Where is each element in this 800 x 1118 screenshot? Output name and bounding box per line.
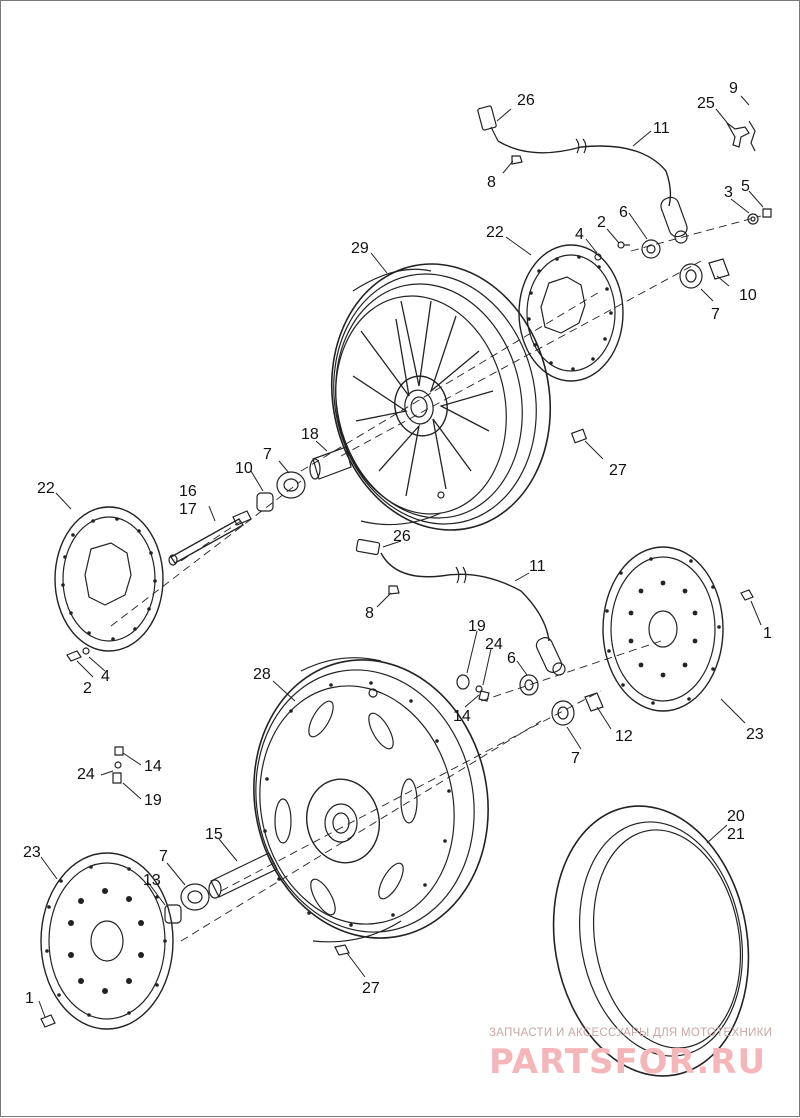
label-14: 14 — [144, 758, 162, 775]
label-28: 28 — [253, 666, 271, 683]
label-29: 29 — [351, 240, 369, 257]
label-26: 26 — [517, 92, 535, 109]
watermark: ЗАПЧАСТИ И АКСЕССУАРЫ ДЛЯ МОТОТЕХНИКИ PA… — [489, 1027, 772, 1082]
label-9: 9 — [729, 80, 738, 97]
label-24: 24 — [77, 766, 95, 783]
label-13: 13 — [143, 872, 161, 889]
watermark-brand: PARTSFOR.RU — [489, 1042, 766, 1082]
label-15: 15 — [205, 826, 223, 843]
label-22: 22 — [37, 480, 55, 497]
watermark-tagline: ЗАПЧАСТИ И АКСЕССУАРЫ ДЛЯ МОТОТЕХНИКИ — [489, 1027, 772, 1039]
label-8: 8 — [487, 174, 496, 191]
label-10: 10 — [235, 460, 253, 477]
label-7: 7 — [711, 306, 720, 323]
label-2: 2 — [597, 214, 606, 231]
label-6: 6 — [619, 204, 628, 221]
lower-small-parts — [112, 589, 754, 956]
label-4: 4 — [575, 226, 584, 243]
label-19: 19 — [468, 618, 486, 635]
label-23: 23 — [23, 844, 41, 861]
alignment-lines — [110, 215, 762, 942]
callout-labels: 26 11 9 25 8 3 5 2 6 4 22 29 10 7 27 18 … — [23, 80, 772, 1007]
label-27: 27 — [609, 462, 627, 479]
axle-lower — [164, 852, 278, 924]
label-10: 10 — [739, 287, 757, 304]
label-18: 18 — [301, 426, 319, 443]
label-3: 3 — [724, 184, 733, 201]
sensor-cable-lower — [355, 538, 566, 676]
label-12: 12 — [615, 728, 633, 745]
brake-disc-23-right — [602, 546, 724, 712]
label-4: 4 — [101, 668, 110, 685]
sensor-cable-upper — [477, 105, 688, 244]
label-17: 17 — [179, 501, 197, 518]
label-7: 7 — [571, 750, 580, 767]
cast-wheel-29 — [330, 263, 552, 531]
label-1: 1 — [763, 625, 772, 642]
label-22: 22 — [486, 224, 504, 241]
label-11: 11 — [653, 120, 670, 137]
leader-lines — [38, 95, 764, 1018]
label-27: 27 — [362, 980, 380, 997]
label-21: 21 — [727, 826, 745, 843]
label-20: 20 — [727, 808, 745, 825]
label-7: 7 — [263, 446, 272, 463]
label-8: 8 — [365, 605, 374, 622]
label-2: 2 — [83, 680, 92, 697]
upper-small-parts — [570, 120, 772, 444]
label-25: 25 — [697, 95, 715, 112]
brake-disc-22-left — [54, 506, 164, 662]
label-24: 24 — [485, 636, 503, 653]
label-16: 16 — [179, 483, 197, 500]
label-6: 6 — [507, 650, 516, 667]
label-14: 14 — [453, 708, 471, 725]
axle-upper — [168, 446, 352, 566]
label-23: 23 — [746, 726, 764, 743]
brake-disc-22-upper — [518, 244, 624, 382]
label-1: 1 — [25, 990, 34, 1007]
label-11: 11 — [529, 558, 546, 575]
tire-20-21 — [552, 805, 750, 1077]
brake-disc-23-left — [40, 852, 174, 1030]
label-5: 5 — [741, 178, 750, 195]
label-19: 19 — [144, 792, 162, 809]
label-7: 7 — [159, 848, 168, 865]
spoked-wheel-28 — [253, 657, 489, 943]
label-26: 26 — [393, 528, 411, 545]
